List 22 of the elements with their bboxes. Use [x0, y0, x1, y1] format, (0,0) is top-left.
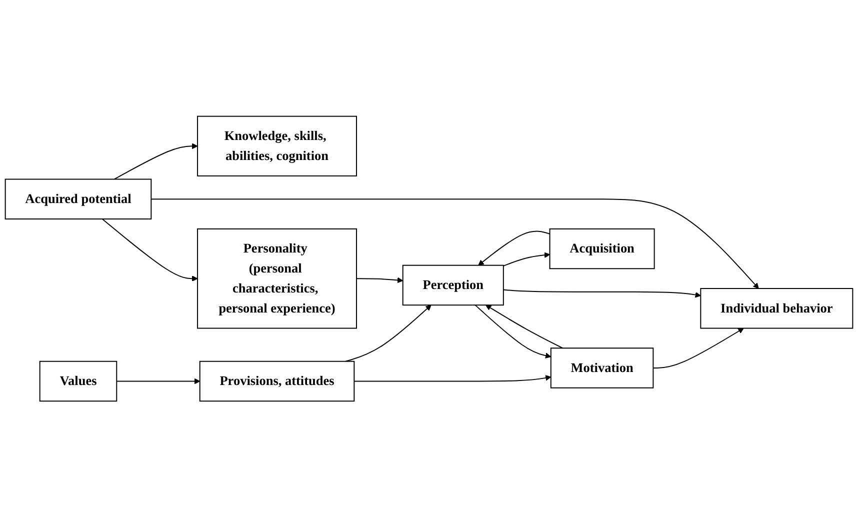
arrow: [652, 328, 744, 369]
arrow: [114, 143, 198, 180]
node-box: Motivation: [550, 348, 654, 389]
arrow: [344, 305, 432, 362]
node-box: Individual behavior: [700, 288, 854, 330]
node-box: Personality (personal characteristics, personal experience): [197, 228, 357, 330]
arrow: [486, 305, 564, 349]
arrow: [478, 231, 550, 266]
node-box: Acquisition: [549, 228, 655, 270]
node-box: Values: [39, 361, 118, 402]
node-box: Acquired potential: [4, 179, 152, 220]
arrow: [356, 278, 404, 284]
arrow: [474, 304, 552, 359]
arrow: [102, 218, 198, 282]
arrow: [116, 378, 200, 384]
node-box: Perception: [402, 265, 504, 306]
arrow: [354, 375, 552, 382]
node-box: Provisions, attitudes: [199, 361, 355, 402]
arrow: [502, 290, 701, 298]
node-box: Knowledge, skills, abilities, cognition: [197, 116, 357, 177]
arrow: [502, 252, 550, 267]
arrow: [150, 198, 759, 290]
